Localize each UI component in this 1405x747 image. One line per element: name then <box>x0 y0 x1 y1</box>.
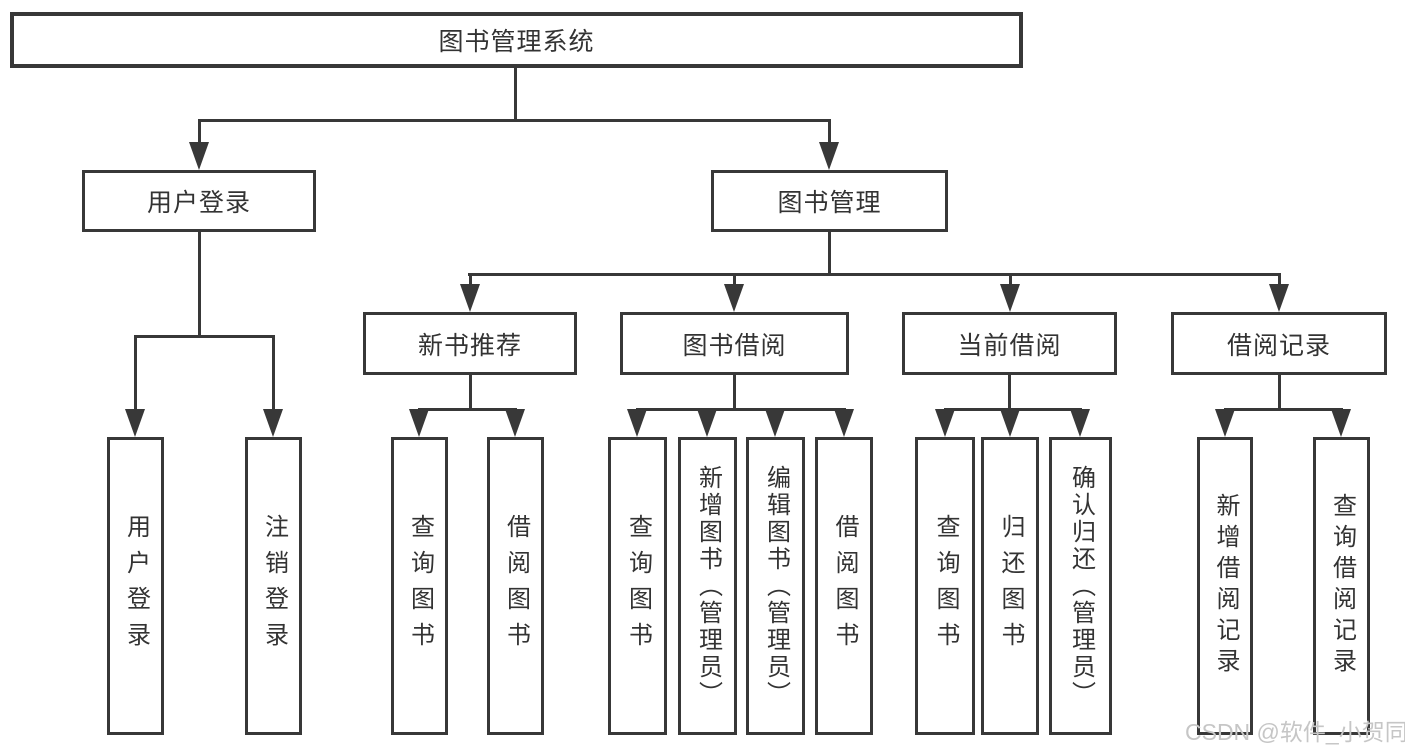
leaf-confirm-return-admin: 确认归还（管理员） <box>1049 437 1112 735</box>
leaf-user-login: 用户登录 <box>107 437 164 735</box>
node-label: 图书管理系统 <box>438 28 595 56</box>
connector-line <box>828 230 831 276</box>
node-current-borrow: 当前借阅 <box>902 312 1117 375</box>
leaf-borrow-books-recommend: 借阅图书 <box>487 437 544 735</box>
connector-line <box>1278 373 1281 411</box>
leaf-label: 新增图书（管理员） <box>694 464 722 708</box>
node-book-borrow: 图书借阅 <box>620 312 849 375</box>
connector-line <box>1008 373 1011 411</box>
connector-line <box>733 373 736 411</box>
connector-line <box>1224 408 1343 411</box>
leaf-label: 查询借阅记录 <box>1328 493 1356 679</box>
leaf-query-books-recommend: 查询图书 <box>391 437 448 735</box>
node-borrow-records: 借阅记录 <box>1171 312 1387 375</box>
node-book-management: 图书管理 <box>711 170 948 232</box>
leaf-add-books-admin: 新增图书（管理员） <box>678 437 737 735</box>
leaf-label: 查询图书 <box>406 514 434 658</box>
node-label: 当前借阅 <box>957 331 1062 360</box>
leaf-label: 查询图书 <box>624 514 652 658</box>
leaf-edit-books-admin: 编辑图书（管理员） <box>746 437 805 735</box>
leaf-label: 新增借阅记录 <box>1212 493 1239 679</box>
leaf-return-books: 归还图书 <box>981 437 1039 735</box>
leaf-label: 借阅图书 <box>502 514 530 658</box>
leaf-borrow-books: 借阅图书 <box>815 437 873 735</box>
csdn-watermark: CSDN @软件_小贺同学 <box>1185 719 1405 745</box>
connector-line <box>514 68 517 122</box>
node-label: 新书推荐 <box>417 331 522 360</box>
leaf-label: 归还图书 <box>997 514 1024 658</box>
node-label: 用户登录 <box>146 189 251 217</box>
node-label: 图书管理 <box>777 189 882 217</box>
leaf-add-borrow-record: 新增借阅记录 <box>1197 437 1253 735</box>
node-label: 借阅记录 <box>1226 331 1331 360</box>
leaf-label: 注销登录 <box>260 514 288 658</box>
leaf-label: 借阅图书 <box>831 514 858 658</box>
leaf-query-books-current: 查询图书 <box>915 437 975 735</box>
connector-line <box>198 230 201 338</box>
node-library-management-system: 图书管理系统 <box>10 12 1023 68</box>
node-new-book-recommend: 新书推荐 <box>363 312 577 375</box>
node-label: 图书借阅 <box>682 331 787 360</box>
connector-line <box>469 373 472 411</box>
connector-line <box>636 408 846 411</box>
leaf-label: 用户登录 <box>122 514 150 658</box>
leaf-label: 编辑图书（管理员） <box>762 464 790 708</box>
leaf-label: 查询图书 <box>932 514 959 658</box>
leaf-query-borrow-record: 查询借阅记录 <box>1313 437 1370 735</box>
connector-line <box>134 335 275 338</box>
connector-line <box>468 273 1281 276</box>
leaf-label: 确认归还（管理员） <box>1067 464 1095 708</box>
leaf-query-books-borrow: 查询图书 <box>608 437 667 735</box>
connector-line <box>418 408 517 411</box>
node-user-login: 用户登录 <box>82 170 316 232</box>
leaf-logout: 注销登录 <box>245 437 302 735</box>
connector-line <box>198 119 831 122</box>
